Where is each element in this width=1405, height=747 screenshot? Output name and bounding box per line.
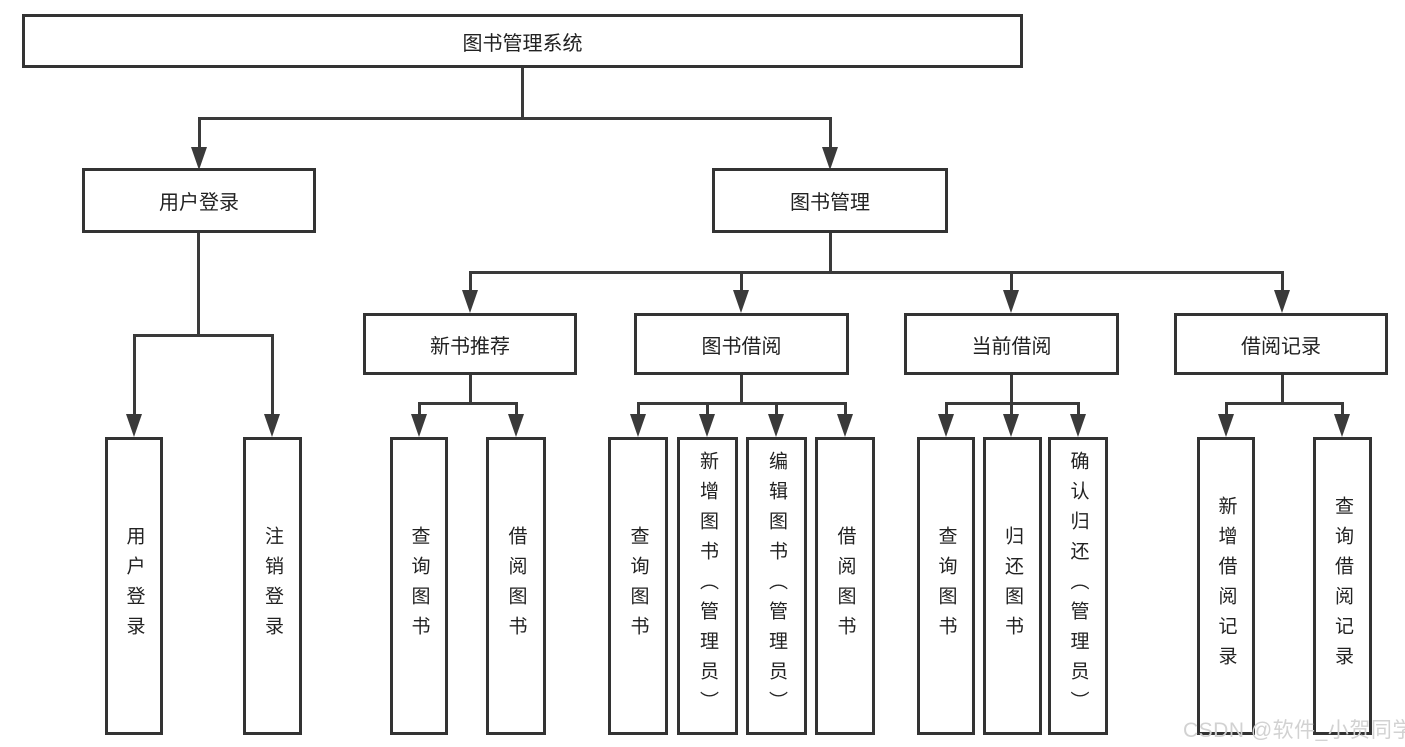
node-label: 图书管理 [790,192,870,214]
node-label: 查询借阅记录 [1332,496,1353,676]
connector-line [1010,271,1013,293]
arrow-down-icon [1003,414,1019,437]
node-borrow-books-recommend: 借阅图书 [486,437,546,735]
arrow-down-icon [462,290,478,313]
node-label: 注销登录 [262,526,283,646]
connector-line [637,402,640,417]
node-label: 图书管理系统 [462,32,583,55]
connector-line [133,334,136,417]
connector-line [1077,402,1080,417]
node-edit-book-admin: 编辑图书（管理员） [746,437,807,735]
arrow-down-icon [837,414,853,437]
node-query-borrow-record: 查询借阅记录 [1313,437,1372,735]
arrow-down-icon [938,414,954,437]
connector-line [521,68,524,119]
node-library-management-system: 图书管理系统 [22,14,1023,68]
connector-line [1281,375,1284,405]
node-query-books-recommend: 查询图书 [390,437,448,735]
connector-line [515,402,518,417]
connector-line [469,271,472,293]
connector-line [1010,375,1013,405]
connector-line [469,375,472,405]
arrow-down-icon [733,290,749,313]
node-label: 编辑图书（管理员） [766,451,787,721]
connector-line [198,117,201,150]
node-label: 图书借阅 [701,335,782,358]
arrow-down-icon [508,414,524,437]
connector-line [829,232,832,273]
node-label: 借阅图书 [505,526,527,646]
arrow-down-icon [1003,290,1019,313]
node-label: 查询图书 [935,526,957,646]
node-book-borrowing: 图书借阅 [634,313,849,375]
arrow-down-icon [699,414,715,437]
node-label: 查询图书 [627,526,649,646]
node-label: 新增借阅记录 [1215,496,1237,676]
connector-line [775,402,778,417]
node-user-login-action: 用户登录 [105,437,163,735]
node-logout-action: 注销登录 [243,437,302,735]
connector-line [945,402,948,417]
arrow-down-icon [126,414,142,437]
arrow-down-icon [768,414,784,437]
node-label: 用户登录 [123,526,145,646]
connector-line [1010,402,1013,417]
node-label: 新书推荐 [430,335,510,358]
arrow-down-icon [191,147,207,170]
connector-line [844,402,847,417]
connector-line [706,402,709,417]
node-label: 新增图书（管理员） [697,451,718,721]
node-query-books-borrowing: 查询图书 [608,437,668,735]
connector-line [418,402,518,405]
connector-line [1281,271,1284,293]
connector-line [1341,402,1344,417]
connector-line [271,334,274,417]
connector-line [637,402,847,405]
node-label: 借阅图书 [834,526,856,646]
watermark: CSDN @软件_小贺同学 [1183,719,1405,742]
node-current-borrowing: 当前借阅 [904,313,1119,375]
node-borrowing-records: 借阅记录 [1174,313,1388,375]
node-confirm-return-admin: 确认归还（管理员） [1048,437,1108,735]
node-add-book-admin: 新增图书（管理员） [677,437,738,735]
arrow-down-icon [630,414,646,437]
connector-line [418,402,421,417]
node-add-borrow-record: 新增借阅记录 [1197,437,1255,735]
arrow-down-icon [1218,414,1234,437]
node-return-books: 归还图书 [983,437,1042,735]
connector-line [197,232,200,337]
arrow-down-icon [1070,414,1086,437]
node-query-books-current: 查询图书 [917,437,975,735]
node-user-login: 用户登录 [82,168,316,233]
node-label: 确认归还（管理员） [1067,451,1089,721]
node-borrow-books-action: 借阅图书 [815,437,875,735]
node-book-management: 图书管理 [712,168,948,233]
node-new-book-recommend: 新书推荐 [363,313,577,375]
connector-line [469,271,1284,274]
arrow-down-icon [1334,414,1350,437]
arrow-down-icon [264,414,280,437]
connector-line [740,375,743,405]
node-label: 查询图书 [408,526,430,646]
node-label: 借阅记录 [1241,335,1321,358]
connector-line [740,271,743,293]
connector-line [1225,402,1228,417]
connector-line [198,117,832,120]
node-label: 当前借阅 [971,335,1052,358]
arrow-down-icon [1274,290,1290,313]
node-label: 用户登录 [159,192,239,214]
connector-line [133,334,274,337]
arrow-down-icon [411,414,427,437]
connector-line [829,117,832,150]
node-label: 归还图书 [1002,526,1023,646]
arrow-down-icon [822,147,838,170]
connector-line [1225,402,1344,405]
